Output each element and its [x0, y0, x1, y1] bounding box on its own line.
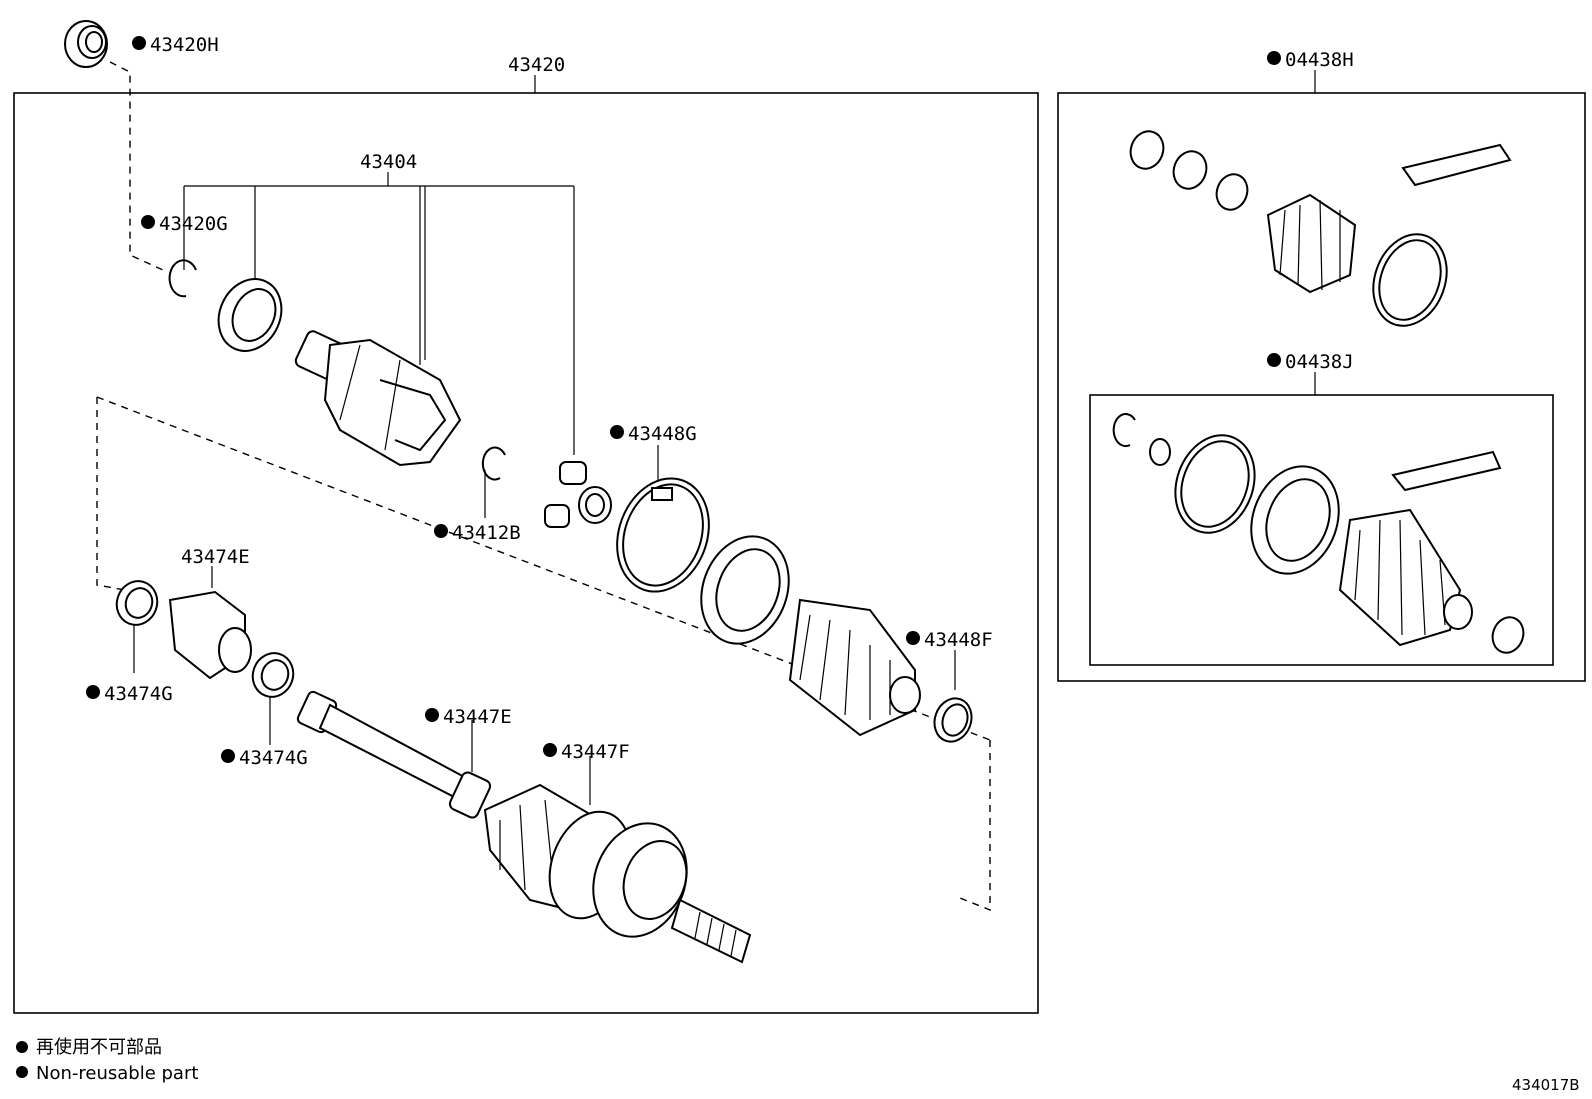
- snap-ring-43420G: [168, 259, 197, 298]
- part-label: 04438H: [1285, 49, 1354, 71]
- non-reusable-dot-icon: [132, 36, 146, 50]
- boot-clamp-43448G: [616, 477, 710, 593]
- part-label: 04438J: [1285, 351, 1354, 373]
- bracket-43404: [183, 172, 575, 455]
- non-reusable-dot-icon: [906, 631, 920, 645]
- non-reusable-dot-icon: [221, 749, 235, 763]
- part-label: 43420H: [150, 34, 219, 56]
- label-43474G-a: 43474G: [86, 683, 173, 705]
- boot-clamp-43448F: [933, 697, 973, 743]
- label-43474G-b: 43474G: [221, 747, 308, 769]
- part-label-43404: 43404: [360, 151, 417, 173]
- main-assembly-frame: [13, 92, 1039, 1014]
- boot-kit-inner-frame: [1089, 394, 1554, 666]
- non-reusable-dot-icon: [16, 1066, 28, 1078]
- non-reusable-dot-icon: [434, 524, 448, 538]
- non-reusable-dot-icon: [86, 685, 100, 699]
- oil-seal-43420H: [64, 20, 108, 68]
- clamp-43474G-a: [115, 580, 159, 626]
- label-43447E: 43447E: [425, 706, 512, 728]
- part-label: 43412B: [452, 522, 521, 544]
- non-reusable-dot-icon: [425, 708, 439, 722]
- label-43420H: 43420H: [132, 34, 219, 56]
- legend-cn: 再使用不可部品: [36, 1037, 162, 1058]
- label-43448G: 43448G: [610, 423, 697, 445]
- diagram-reference-code: 434017B: [1512, 1076, 1580, 1094]
- part-label: 43420G: [159, 213, 228, 235]
- boot-kit-frame: [1057, 92, 1586, 682]
- dash-left-side: [96, 397, 126, 591]
- outboard-boot-and-joint: [483, 783, 752, 964]
- label-43447F: 43447F: [543, 741, 630, 763]
- label-04438H: 04438H: [1267, 49, 1354, 71]
- non-reusable-dot-icon: [1267, 51, 1281, 65]
- non-reusable-dot-icon: [543, 743, 557, 757]
- legend: 再使用不可部品 Non-reusable part: [16, 1037, 198, 1084]
- legend-en: Non-reusable part: [36, 1063, 198, 1084]
- label-43448F: 43448F: [906, 629, 993, 651]
- snap-ring-43412B: [481, 446, 506, 481]
- label-43420G: 43420G: [141, 213, 228, 235]
- part-label: 43447F: [561, 741, 630, 763]
- dust-seal-ring: [217, 278, 283, 352]
- non-reusable-dot-icon: [141, 215, 155, 229]
- inboard-boot: [700, 535, 921, 737]
- part-label: 43447E: [443, 706, 512, 728]
- part-label-43474E: 43474E: [181, 546, 250, 568]
- dynamic-damper-43474E: [168, 590, 252, 680]
- non-reusable-dot-icon: [16, 1041, 28, 1053]
- label-43412B: 43412B: [434, 522, 521, 544]
- label-04438J: 04438J: [1267, 351, 1354, 373]
- drive-shaft: [296, 690, 492, 819]
- dash-right-side: [959, 740, 991, 912]
- part-label: 43474G: [104, 683, 173, 705]
- part-label: 43474G: [239, 747, 308, 769]
- clamp-43474G-b: [251, 652, 295, 698]
- non-reusable-dot-icon: [1267, 353, 1281, 367]
- kit-04438J-parts: [1112, 413, 1525, 654]
- part-label: 43448G: [628, 423, 697, 445]
- inboard-joint-housing: [294, 330, 462, 467]
- non-reusable-dot-icon: [610, 425, 624, 439]
- kit-04438H-parts: [1129, 130, 1512, 327]
- tripod-joint: [544, 461, 612, 528]
- dash-43420H: [109, 61, 164, 271]
- part-label-43420: 43420: [508, 54, 565, 76]
- part-label: 43448F: [924, 629, 993, 651]
